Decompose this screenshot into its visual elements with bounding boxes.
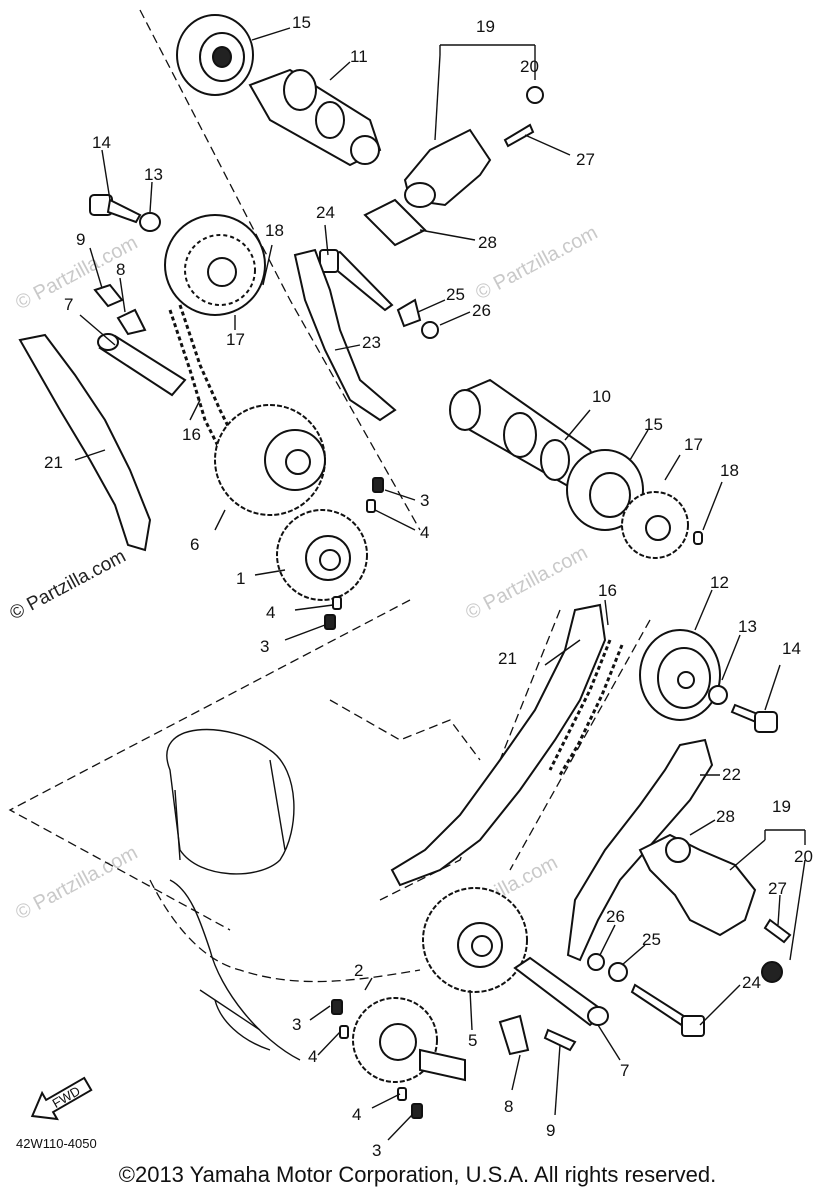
- callout-8: 8: [116, 260, 125, 279]
- callout-3: 3: [292, 1015, 301, 1034]
- spring-3-pin-4-upper: [324, 477, 384, 630]
- tensioner-19-upper: [363, 86, 544, 247]
- callout-26: 26: [472, 301, 491, 320]
- bolt-24-lower: [630, 983, 705, 1037]
- callout-15: 15: [644, 415, 663, 434]
- callout-13: 13: [144, 165, 163, 184]
- pin-7-lower: [498, 956, 609, 1056]
- callout-5: 5: [468, 1031, 477, 1050]
- callout-27: 27: [576, 150, 595, 169]
- reference-code: 42W110-4050: [16, 1136, 97, 1151]
- callout-19: 19: [772, 797, 791, 816]
- bolt-14-washer-13-upper: [89, 194, 161, 232]
- guide-21-upper: [18, 333, 152, 552]
- callout-25: 25: [642, 930, 661, 949]
- pin-7-bolt-9-plate-8-upper: [93, 283, 187, 397]
- callout-22: 22: [722, 765, 741, 784]
- callout-2: 2: [354, 961, 363, 980]
- callout-9: 9: [546, 1121, 555, 1140]
- gear-6: [214, 404, 326, 516]
- callout-4: 4: [420, 523, 429, 542]
- guide-23: [293, 248, 397, 422]
- callout-4: 4: [308, 1047, 317, 1066]
- copyright-notice: ©2013 Yamaha Motor Corporation, U.S.A. A…: [118, 1162, 717, 1187]
- callout-17: 17: [684, 435, 703, 454]
- callout-3: 3: [260, 637, 269, 656]
- crankcase-outline: [149, 699, 481, 1061]
- callout-18: 18: [265, 221, 284, 240]
- callout-10: 10: [592, 387, 611, 406]
- leader-lines: [74, 27, 806, 1141]
- sprocket-17-lower: [621, 491, 703, 559]
- callout-13: 13: [738, 617, 757, 636]
- callout-14: 14: [92, 133, 111, 152]
- callout-20: 20: [794, 847, 813, 866]
- callout-4: 4: [352, 1105, 361, 1124]
- callout-28: 28: [716, 807, 735, 826]
- callout-21: 21: [498, 649, 517, 668]
- callout-20: 20: [520, 57, 539, 76]
- fwd-arrow: FWD: [30, 1076, 93, 1121]
- pulley-12: [639, 629, 721, 721]
- callout-14: 14: [782, 639, 801, 658]
- gear-1: [276, 509, 368, 601]
- callout-18: 18: [720, 461, 739, 480]
- callout-8: 8: [504, 1097, 513, 1116]
- watermark-text: © Partzilla.com: [12, 842, 141, 925]
- callout-21: 21: [44, 453, 63, 472]
- callout-28: 28: [478, 233, 497, 252]
- callout-15: 15: [292, 13, 311, 32]
- callout-24: 24: [316, 203, 335, 222]
- callout-6: 6: [190, 535, 199, 554]
- callout-23: 23: [362, 333, 381, 352]
- gear-5: [422, 887, 528, 993]
- callout-7: 7: [620, 1061, 629, 1080]
- spring-3-pin-4-lower: [331, 999, 423, 1119]
- tensioner-19-lower: [638, 833, 792, 983]
- bolt-14-washer-13-lower: [708, 685, 778, 733]
- bearing-15-lower: [566, 449, 644, 531]
- callout-19: 19: [476, 17, 495, 36]
- bearing-15-upper: [176, 14, 254, 96]
- bolt-24-upper: [319, 249, 439, 339]
- callout-4: 4: [266, 603, 275, 622]
- callout-7: 7: [64, 295, 73, 314]
- callout-16: 16: [182, 425, 201, 444]
- watermark-text: © Partzilla.com: [6, 546, 129, 625]
- chain-16-lower: [548, 639, 624, 776]
- camshaft-11: [248, 68, 382, 167]
- callout-26: 26: [606, 907, 625, 926]
- sprocket-17-upper: [164, 214, 266, 316]
- callout-17: 17: [226, 330, 245, 349]
- camshaft-10: [449, 378, 602, 492]
- guide-21-lower: [390, 603, 607, 887]
- callout-1: 1: [236, 569, 245, 588]
- assembly-lines: [8, 9, 651, 931]
- callout-25: 25: [446, 285, 465, 304]
- watermark-text: © Partzilla.com: [462, 542, 591, 625]
- gear-2: [352, 997, 466, 1083]
- callout-27: 27: [768, 879, 787, 898]
- callouts: 15 11 19 20 27 14 13 24 18 28 9 8 25 7 1…: [44, 13, 813, 1160]
- callout-24: 24: [742, 973, 761, 992]
- callout-9: 9: [76, 230, 85, 249]
- callout-16: 16: [598, 581, 617, 600]
- callout-3: 3: [372, 1141, 381, 1160]
- callout-11: 11: [350, 47, 368, 66]
- callout-3: 3: [420, 491, 429, 510]
- callout-12: 12: [710, 573, 729, 592]
- nut-25-washer-26-lower: [587, 953, 628, 982]
